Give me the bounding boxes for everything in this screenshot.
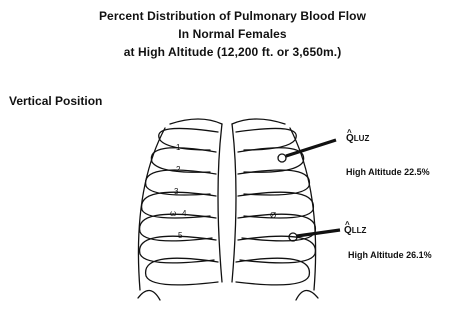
zone-upper-subscript: LUZ — [354, 134, 370, 143]
zone-lower-subscript: LLZ — [352, 226, 367, 235]
zone-upper-label: QLUZ — [346, 132, 369, 145]
q-hat-symbol: Q — [344, 224, 352, 237]
rib-number-3: 3 — [174, 187, 179, 196]
rib-number-2: 2 — [176, 165, 181, 174]
zone-lower-label: QLLZ — [344, 224, 366, 237]
rib-mark-omega: ω — [170, 209, 176, 218]
rib-number-4: 4 — [182, 209, 187, 218]
q-hat-symbol: Q — [346, 132, 354, 145]
zone-lower-value: High Altitude 26.1% — [348, 249, 432, 262]
rib-mark-right: Ø — [270, 211, 276, 220]
zone-upper-value: High Altitude 22.5% — [346, 166, 430, 179]
rib-number-5: 5 — [178, 231, 183, 240]
rib-number-1: 1 — [176, 143, 181, 152]
